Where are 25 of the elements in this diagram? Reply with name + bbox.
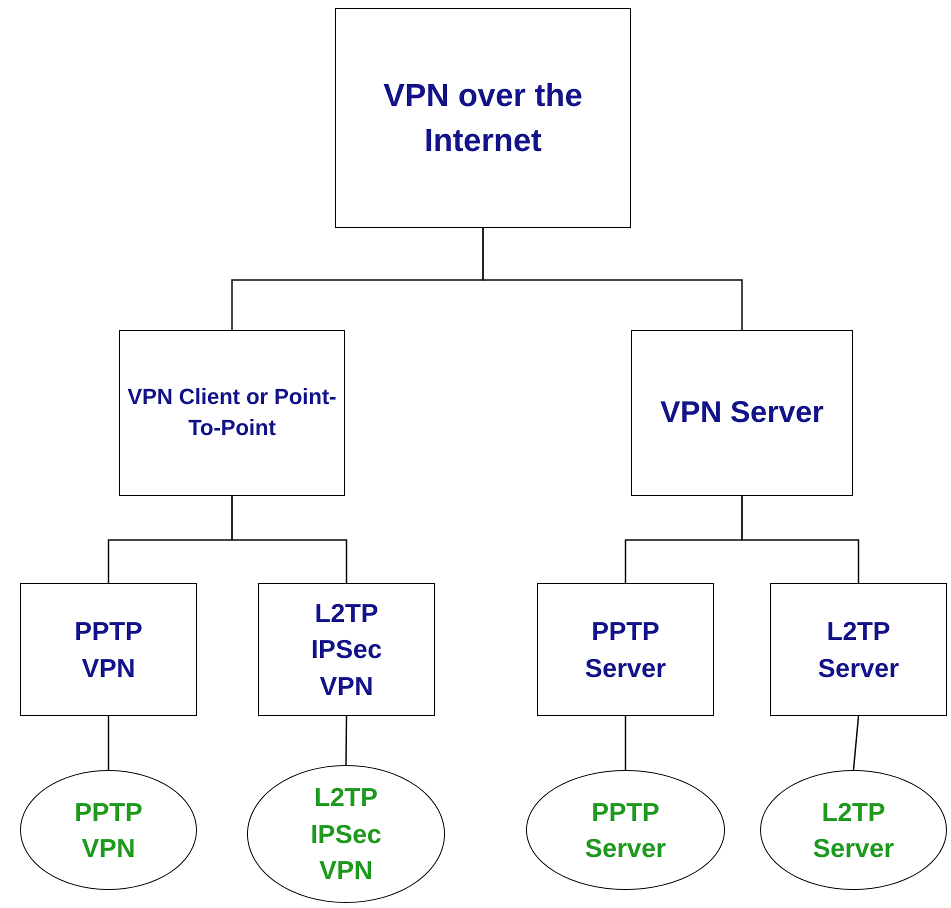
connector-line <box>741 496 860 583</box>
node-label: L2TP Server <box>817 615 900 684</box>
process-box <box>258 583 435 716</box>
node-label: VPN over the Internet <box>382 76 584 160</box>
connector-line <box>231 496 348 583</box>
node-label: PPTP Server <box>584 615 667 684</box>
node-label: PPTP VPN <box>74 615 144 684</box>
node-label: PPTP VPN <box>74 796 144 865</box>
process-box <box>770 583 947 716</box>
node-label: VPN Server <box>660 395 824 431</box>
process-box <box>20 583 197 716</box>
node-label: VPN Client or Point-To-Point <box>126 383 338 442</box>
node-label: PPTP Server <box>584 796 667 865</box>
connector-line <box>108 716 110 770</box>
process-box <box>335 8 631 228</box>
process-box <box>631 330 853 496</box>
connector-line <box>345 716 348 766</box>
connector-line <box>852 716 860 771</box>
node-label: L2TP Server <box>812 796 895 865</box>
connector-line <box>624 716 626 770</box>
process-box <box>537 583 714 716</box>
process-box <box>119 330 345 496</box>
node-label: L2TP IPSec VPN <box>310 781 382 888</box>
connector-line <box>482 228 743 330</box>
node-label: L2TP IPSec VPN <box>310 596 383 703</box>
